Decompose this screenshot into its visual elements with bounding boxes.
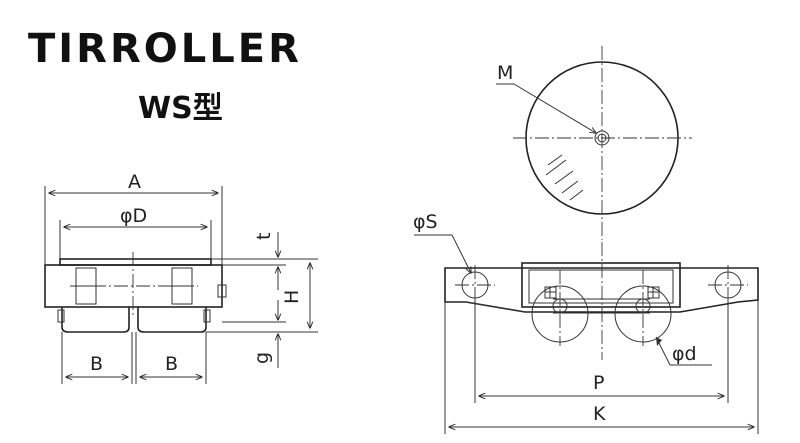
- dimension-S: φS: [413, 211, 471, 273]
- label-phi-D: φD: [120, 205, 147, 227]
- label-A: A: [128, 171, 141, 193]
- top-view-circle: [513, 46, 692, 240]
- label-M: M: [497, 62, 513, 84]
- dimension-D: φD: [59, 205, 212, 259]
- dimension-P: P: [474, 300, 729, 403]
- label-B-right: B: [165, 353, 178, 375]
- side-view: [44, 252, 227, 333]
- label-t: t: [253, 233, 275, 240]
- dimension-t: t: [211, 232, 286, 290]
- brand-logo: TIRROLLER: [28, 26, 302, 72]
- dimension-H: H: [206, 258, 318, 333]
- dimension-g: g: [222, 300, 286, 368]
- dimension-A: A: [44, 171, 223, 265]
- label-K: K: [593, 403, 606, 425]
- dimension-M: M: [496, 62, 596, 133]
- dimension-B: B B: [61, 332, 207, 384]
- model-title: WS型: [138, 91, 223, 126]
- dimension-d: φd: [655, 336, 712, 366]
- label-g: g: [251, 352, 273, 364]
- label-phi-d: φd: [672, 343, 697, 365]
- dimension-K: K: [444, 300, 759, 434]
- label-phi-S: φS: [413, 211, 438, 233]
- label-B-left: B: [90, 353, 103, 375]
- front-view: [444, 242, 759, 360]
- label-H: H: [281, 290, 303, 304]
- label-P: P: [593, 372, 604, 394]
